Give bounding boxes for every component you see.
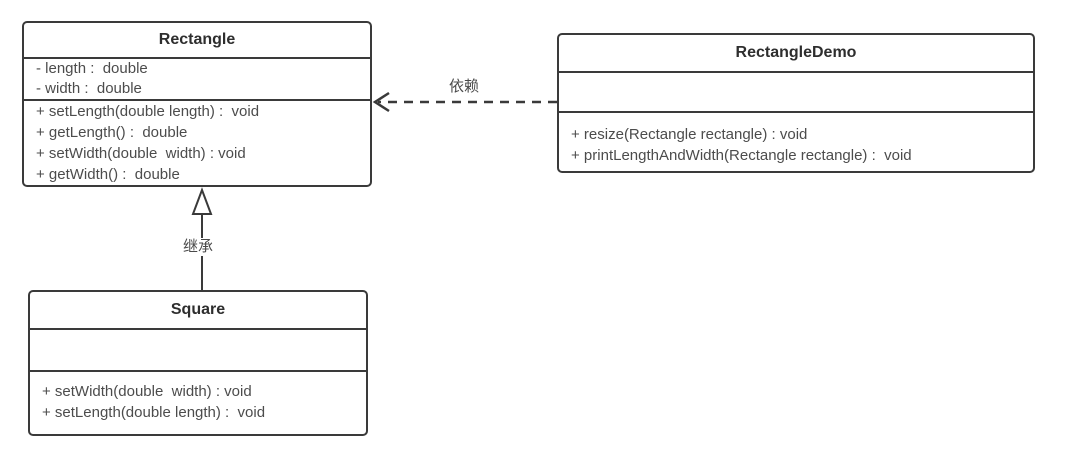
class-box-square: Square + setWidth(double width) : void +… <box>28 290 368 436</box>
attributes-section-empty <box>30 330 366 372</box>
class-method: + setLength(double length) : void <box>42 404 266 421</box>
class-box-rectangledemo: RectangleDemo + resize(Rectangle rectang… <box>557 33 1035 173</box>
class-title-rectangledemo: RectangleDemo <box>559 35 1033 73</box>
attributes-section-empty <box>559 73 1033 113</box>
class-attribute: - width : double <box>36 80 142 97</box>
class-title-square: Square <box>30 292 366 330</box>
dependency-label: 依赖 <box>438 78 490 96</box>
class-method: + resize(Rectangle rectangle) : void <box>571 126 808 143</box>
methods-section: + setLength(double length) : void + getL… <box>24 101 370 185</box>
class-method: + setWidth(double width) : void <box>42 383 252 400</box>
inheritance-hollow-triangle-icon <box>191 187 213 215</box>
class-method: + printLengthAndWidth(Rectangle rectangl… <box>571 147 912 164</box>
dependency-open-arrowhead-icon <box>372 91 390 113</box>
class-title-rectangle: Rectangle <box>24 23 370 59</box>
class-method: + setWidth(double width) : void <box>36 145 246 162</box>
methods-section: + setWidth(double width) : void + setLen… <box>30 372 366 434</box>
class-method: + setLength(double length) : void <box>36 103 260 120</box>
inheritance-label: 继承 <box>174 238 222 256</box>
class-attribute: - length : double <box>36 60 148 77</box>
class-method: + getWidth() : double <box>36 166 180 183</box>
class-box-rectangle: Rectangle - length : double - width : do… <box>22 21 372 187</box>
class-method: + getLength() : double <box>36 124 188 141</box>
attributes-section: - length : double - width : double <box>24 59 370 101</box>
methods-section: + resize(Rectangle rectangle) : void + p… <box>559 113 1033 171</box>
